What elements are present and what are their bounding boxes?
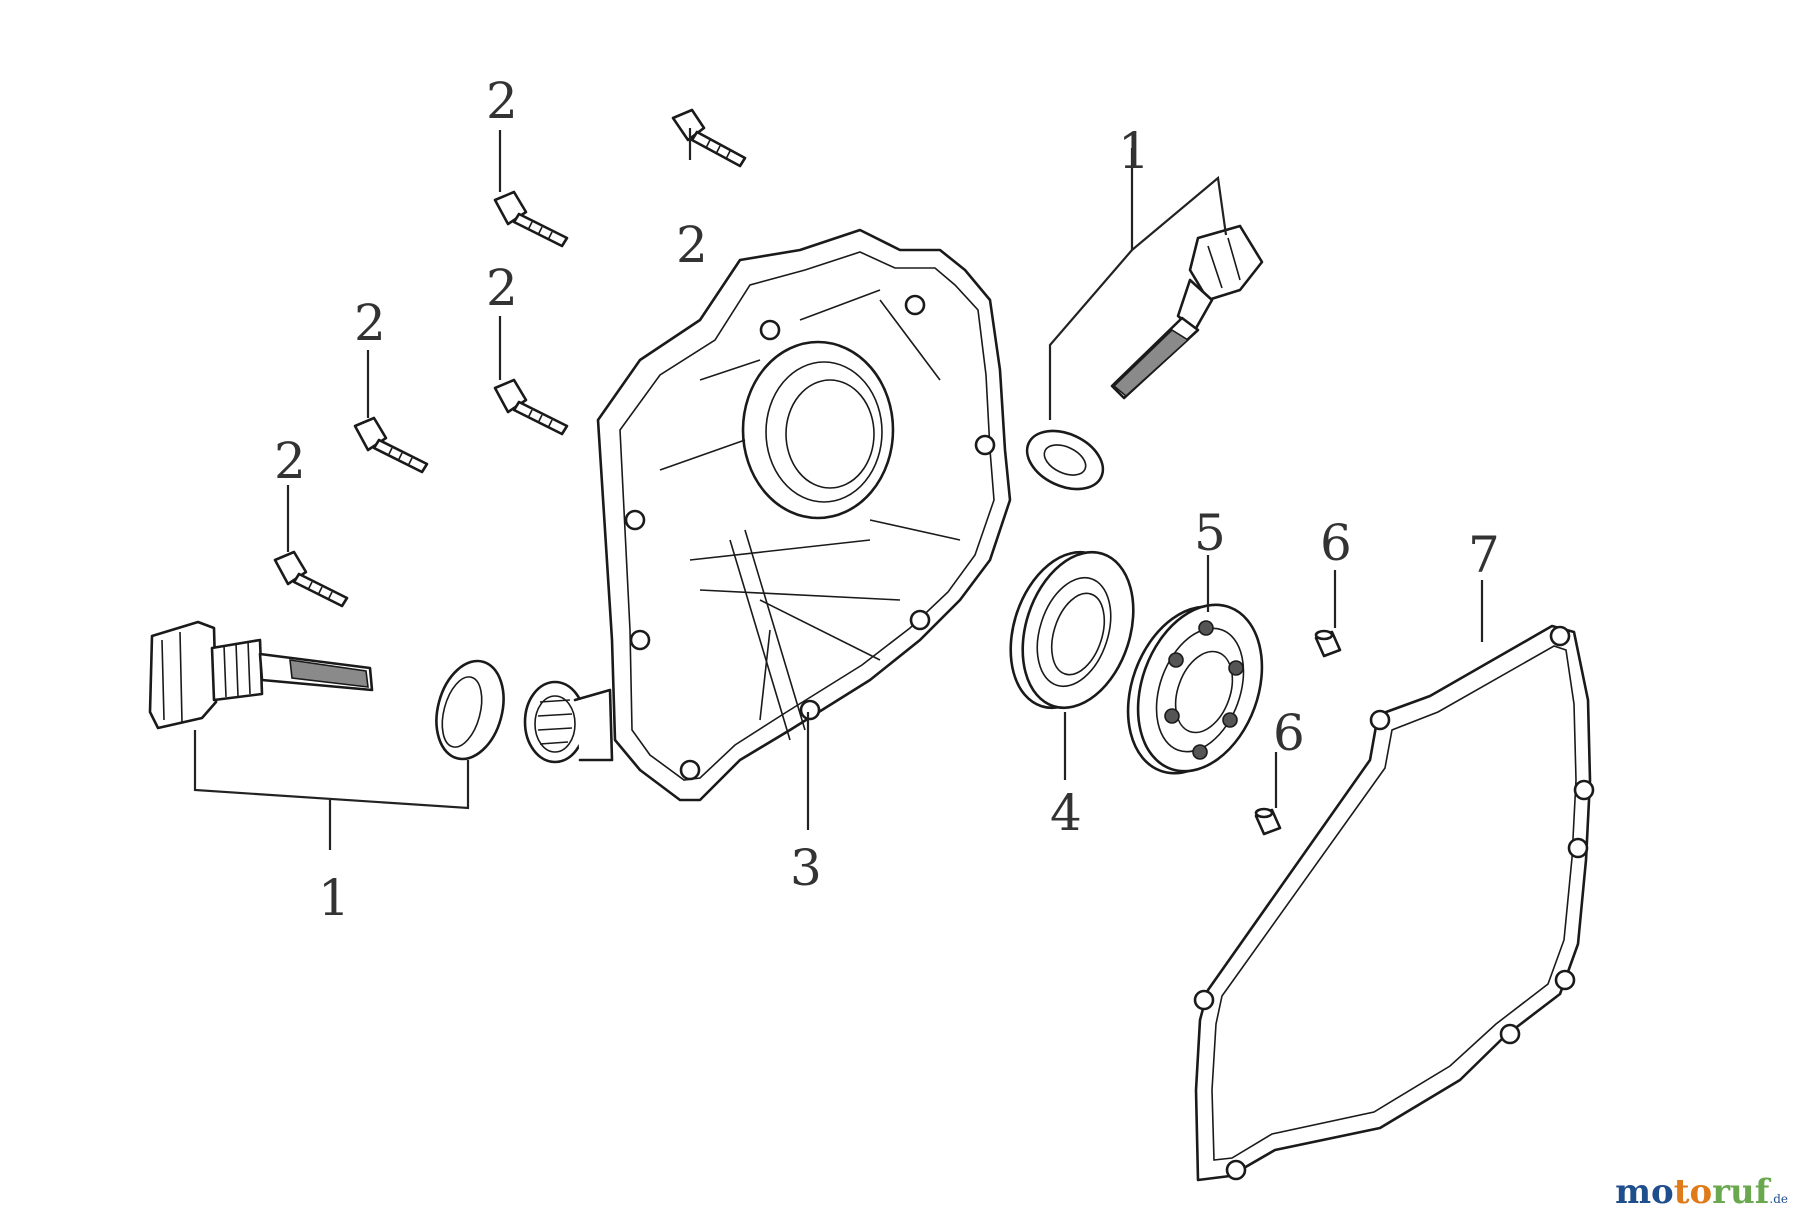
callout-1-right: 1 xyxy=(1118,122,1150,180)
watermark-part-2: to xyxy=(1673,1172,1713,1212)
dowel-pin xyxy=(1314,629,1342,658)
bolt xyxy=(671,108,747,168)
callout-2: 2 xyxy=(274,432,306,490)
watermark-suffix: .de xyxy=(1769,1192,1788,1206)
callout-1-left: 1 xyxy=(318,869,350,927)
bolt xyxy=(493,190,569,248)
oil-dipstick-right xyxy=(1110,224,1264,400)
callout-4: 4 xyxy=(1050,784,1082,842)
dowel-pin xyxy=(1254,807,1282,836)
callout-3: 3 xyxy=(790,839,822,897)
callout-2: 2 xyxy=(486,72,518,130)
callout-2: 2 xyxy=(486,259,518,317)
callout-7: 7 xyxy=(1468,526,1500,584)
gasket xyxy=(1193,624,1595,1182)
watermark-logo: motoruf.de xyxy=(1615,1172,1788,1212)
o-ring-right xyxy=(1025,429,1105,491)
callout-6: 6 xyxy=(1273,704,1305,762)
bolt xyxy=(353,416,429,474)
oil-seal xyxy=(1009,550,1135,710)
callout-2: 2 xyxy=(676,216,708,274)
ball-bearing xyxy=(1126,603,1264,775)
bolt xyxy=(493,378,569,436)
callout-2: 2 xyxy=(354,294,386,352)
watermark-part-3: ruf xyxy=(1712,1172,1770,1212)
watermark-part-1: mo xyxy=(1615,1172,1674,1212)
callout-6: 6 xyxy=(1320,514,1352,572)
o-ring-left xyxy=(435,659,505,761)
crankcase-cover xyxy=(523,228,1012,802)
oil-dipstick-left xyxy=(148,620,374,730)
callout-5: 5 xyxy=(1194,504,1226,562)
leader-lines xyxy=(193,128,1484,850)
callout-labels: 1 1 2 2 2 2 2 3 4 5 6 6 7 xyxy=(274,72,1500,927)
bolt xyxy=(273,550,349,608)
